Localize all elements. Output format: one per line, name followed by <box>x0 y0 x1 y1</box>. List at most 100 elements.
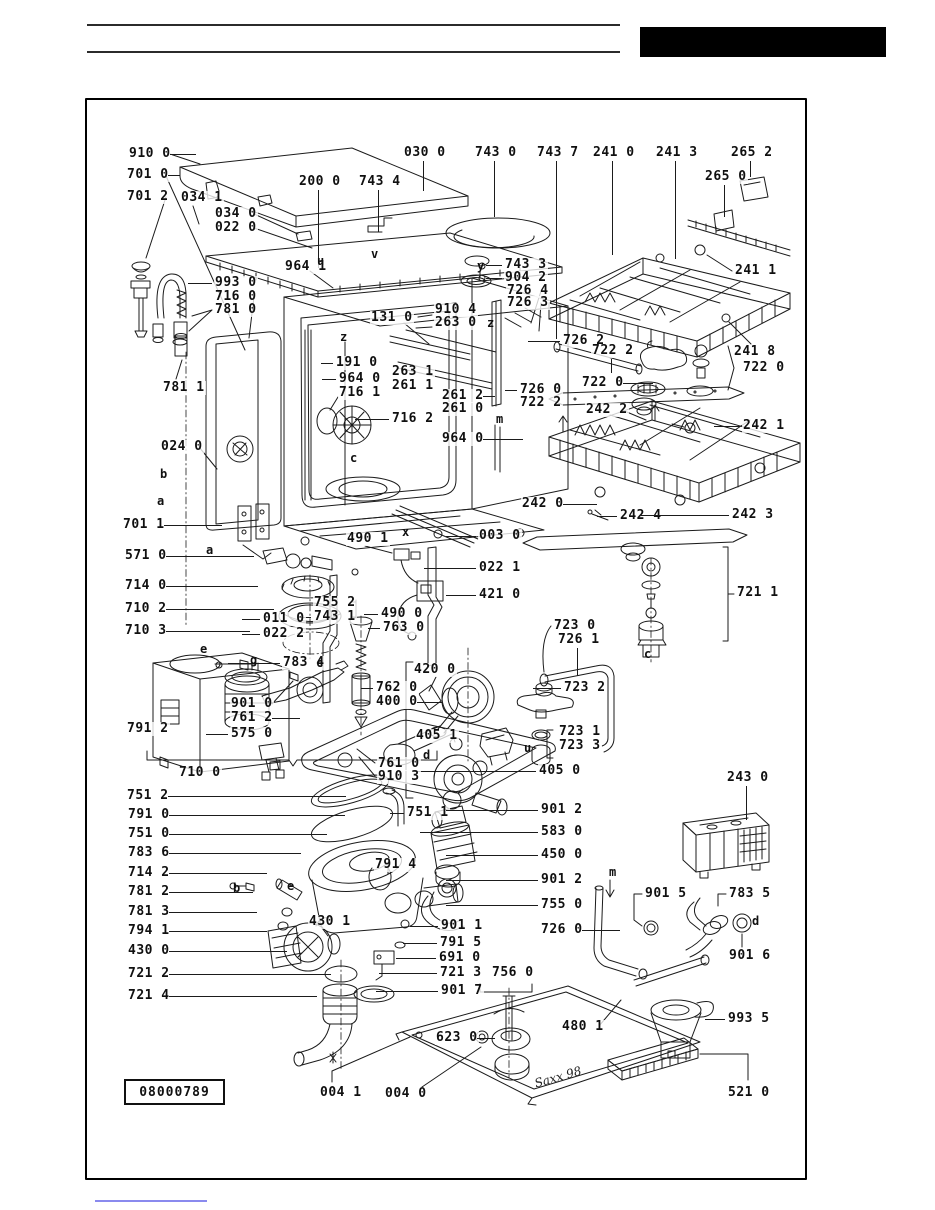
part-label: 722 0 <box>581 375 625 390</box>
kick-plate <box>607 1037 749 1081</box>
part-label: 722 2 <box>519 395 563 410</box>
part-label: 261 1 <box>391 378 435 393</box>
part-label: 781 3 <box>127 904 171 919</box>
part-label: 751 0 <box>127 826 171 841</box>
index-letter: a <box>157 494 165 508</box>
leader-line <box>168 892 253 893</box>
part-label: 726 0 <box>519 382 563 397</box>
drain-pipes <box>516 625 615 766</box>
inlet-valve <box>262 547 359 576</box>
part-label: 726 4 <box>506 283 550 298</box>
part-label: 714 0 <box>124 578 168 593</box>
leader-line <box>168 951 287 952</box>
index-letter: d <box>752 914 760 928</box>
leader-line <box>271 718 300 719</box>
leader-line <box>168 931 267 932</box>
part-label: 783 4 <box>282 655 326 670</box>
leader-line <box>242 619 260 620</box>
part-label: 964 1 <box>284 259 328 274</box>
part-label: 723 3 <box>558 738 602 753</box>
part-label: 034 1 <box>180 190 224 205</box>
part-label: 242 0 <box>521 496 565 511</box>
leader-line <box>167 796 346 797</box>
part-label: 751 1 <box>406 805 450 820</box>
leader-line <box>322 379 336 380</box>
part-label: 726 0 <box>540 922 584 937</box>
part-label: 901 2 <box>540 872 584 887</box>
header-rule-bottom <box>87 51 620 53</box>
part-label: 131 0 <box>370 310 414 325</box>
part-label: 791 2 <box>126 721 170 736</box>
part-label: 003 0 <box>478 528 522 543</box>
leader-line <box>361 688 373 689</box>
part-label: 421 0 <box>478 587 522 602</box>
door-inner-panel <box>185 331 282 626</box>
part-label: 420 0 <box>413 662 457 677</box>
index-letter: u <box>317 254 325 268</box>
leader-line <box>482 439 523 440</box>
part-label: 743 0 <box>474 145 518 160</box>
part-label: 763 0 <box>382 620 426 635</box>
leader-line <box>168 834 327 835</box>
leader-line <box>528 341 560 342</box>
part-label: 743 3 <box>504 257 548 272</box>
part-label: 721 3 <box>439 965 483 980</box>
part-label: 004 0 <box>384 1086 428 1101</box>
leader-line <box>533 688 561 689</box>
leader-line <box>165 556 254 557</box>
vent-pipe <box>593 879 648 980</box>
leader-line <box>188 283 212 284</box>
leader-line <box>368 628 380 629</box>
leader-line <box>168 912 257 913</box>
part-label: 265 2 <box>730 145 774 160</box>
leader-line <box>555 161 557 339</box>
part-label: 901 0 <box>230 696 274 711</box>
leader-line <box>410 926 438 927</box>
part-label: 756 0 <box>491 965 535 980</box>
motor-and-pump <box>405 647 514 816</box>
part-label: 794 1 <box>127 923 171 938</box>
leader-line <box>168 815 345 816</box>
part-label: 242 4 <box>619 508 663 523</box>
leader-line <box>723 185 725 217</box>
part-label: 723 2 <box>563 680 607 695</box>
leader-line <box>377 190 379 232</box>
part-label: 701 2 <box>126 189 170 204</box>
leader-line <box>379 973 437 974</box>
leader-line <box>576 648 578 676</box>
part-label: 901 5 <box>644 886 688 901</box>
part-label: 743 1 <box>313 609 357 624</box>
index-letter: e <box>200 642 208 656</box>
leader-line <box>168 974 331 975</box>
leader-line <box>581 930 620 931</box>
diagram-frame <box>85 98 807 1180</box>
salt-funnel <box>650 999 714 1059</box>
support-arm <box>261 660 349 705</box>
part-label: 721 4 <box>127 988 171 1003</box>
part-label: 901 6 <box>728 948 772 963</box>
leader-line <box>562 504 597 505</box>
leader-line <box>745 786 747 820</box>
part-label: 781 1 <box>162 380 206 395</box>
part-label: 242 3 <box>731 507 775 522</box>
part-label: 901 7 <box>440 983 484 998</box>
part-label: 964 0 <box>338 371 382 386</box>
part-label: 701 0 <box>126 167 170 182</box>
part-label: 781 2 <box>127 884 171 899</box>
part-label: 783 5 <box>728 886 772 901</box>
leader-line <box>705 1019 725 1020</box>
part-label: 721 2 <box>127 966 171 981</box>
part-label: 265 0 <box>704 169 748 184</box>
part-label: 243 0 <box>726 770 770 785</box>
part-label: 901 1 <box>440 918 484 933</box>
part-label: 490 0 <box>380 606 424 621</box>
leader-line <box>486 265 502 266</box>
part-label: 743 7 <box>536 145 580 160</box>
leader-line <box>321 363 333 364</box>
leader-line <box>168 996 317 997</box>
part-label: 200 0 <box>298 174 342 189</box>
part-label: 583 0 <box>540 824 584 839</box>
leader-line <box>446 810 538 811</box>
threaded-rod <box>214 659 299 682</box>
part-label: 791 4 <box>374 857 418 872</box>
